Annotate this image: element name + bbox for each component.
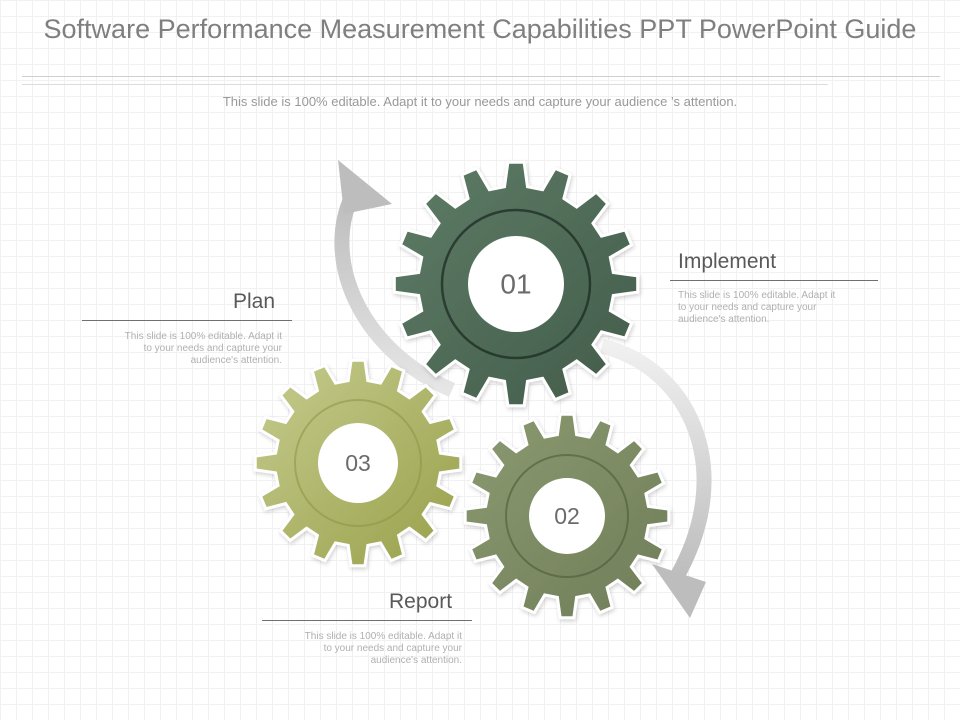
gear-03 [253,358,463,568]
report-title: Report [389,590,453,613]
slide-title: Software Performance Measurement Capabil… [43,14,917,44]
implement-title: Implement [678,250,777,273]
cycle-arrow-right [600,338,712,618]
plan-description: This slide is 100% editable. Adapt it to… [124,331,282,366]
title-divider-top [22,76,940,77]
gear-number-01: 01 [500,269,531,300]
slide-subtitle: This slide is 100% editable. Adapt it to… [222,94,738,109]
cycle-arrow-left [334,160,455,397]
plan-title: Plan [233,290,276,313]
gear-01 [392,160,640,408]
gear-number-03: 03 [345,450,371,476]
report-underline [262,620,472,621]
report-description: This slide is 100% editable. Adapt it to… [304,631,462,666]
title-divider-bottom [22,84,828,85]
gear-number-02: 02 [554,503,580,529]
plan-underline [82,320,292,321]
implement-underline [670,280,878,281]
implement-description: This slide is 100% editable. Adapt it to… [678,290,836,325]
gear-02 [463,412,671,620]
